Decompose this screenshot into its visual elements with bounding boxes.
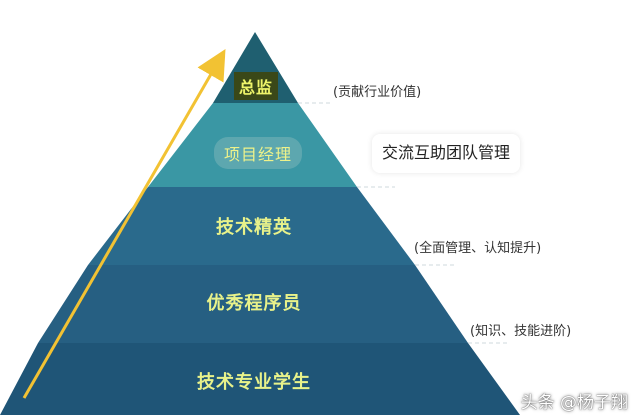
growth-arrow (22, 49, 226, 399)
tier-label-excellent-programmer: 优秀程序员 (206, 293, 302, 314)
tier-label-director: 总监 (233, 72, 279, 100)
tier-student-shape (0, 343, 520, 415)
callout-project-manager: 交流互助团队管理 (372, 134, 521, 173)
annotation-director: (贡献行业价值) (333, 85, 422, 100)
tier-programmer-shape (38, 265, 468, 343)
annotation-programmer: (知识、技能进阶) (470, 324, 572, 339)
watermark: 头条 @杨子翔 (520, 393, 628, 413)
tier-label-project-manager: 项目经理 (213, 137, 303, 169)
annotation-tech-elite: (全面管理、认知提升) (414, 241, 542, 256)
tier-elite-shape (88, 187, 415, 265)
tier-label-tech-elite: 技术精英 (216, 217, 292, 238)
tier-label-tech-student: 技术专业学生 (197, 372, 311, 393)
